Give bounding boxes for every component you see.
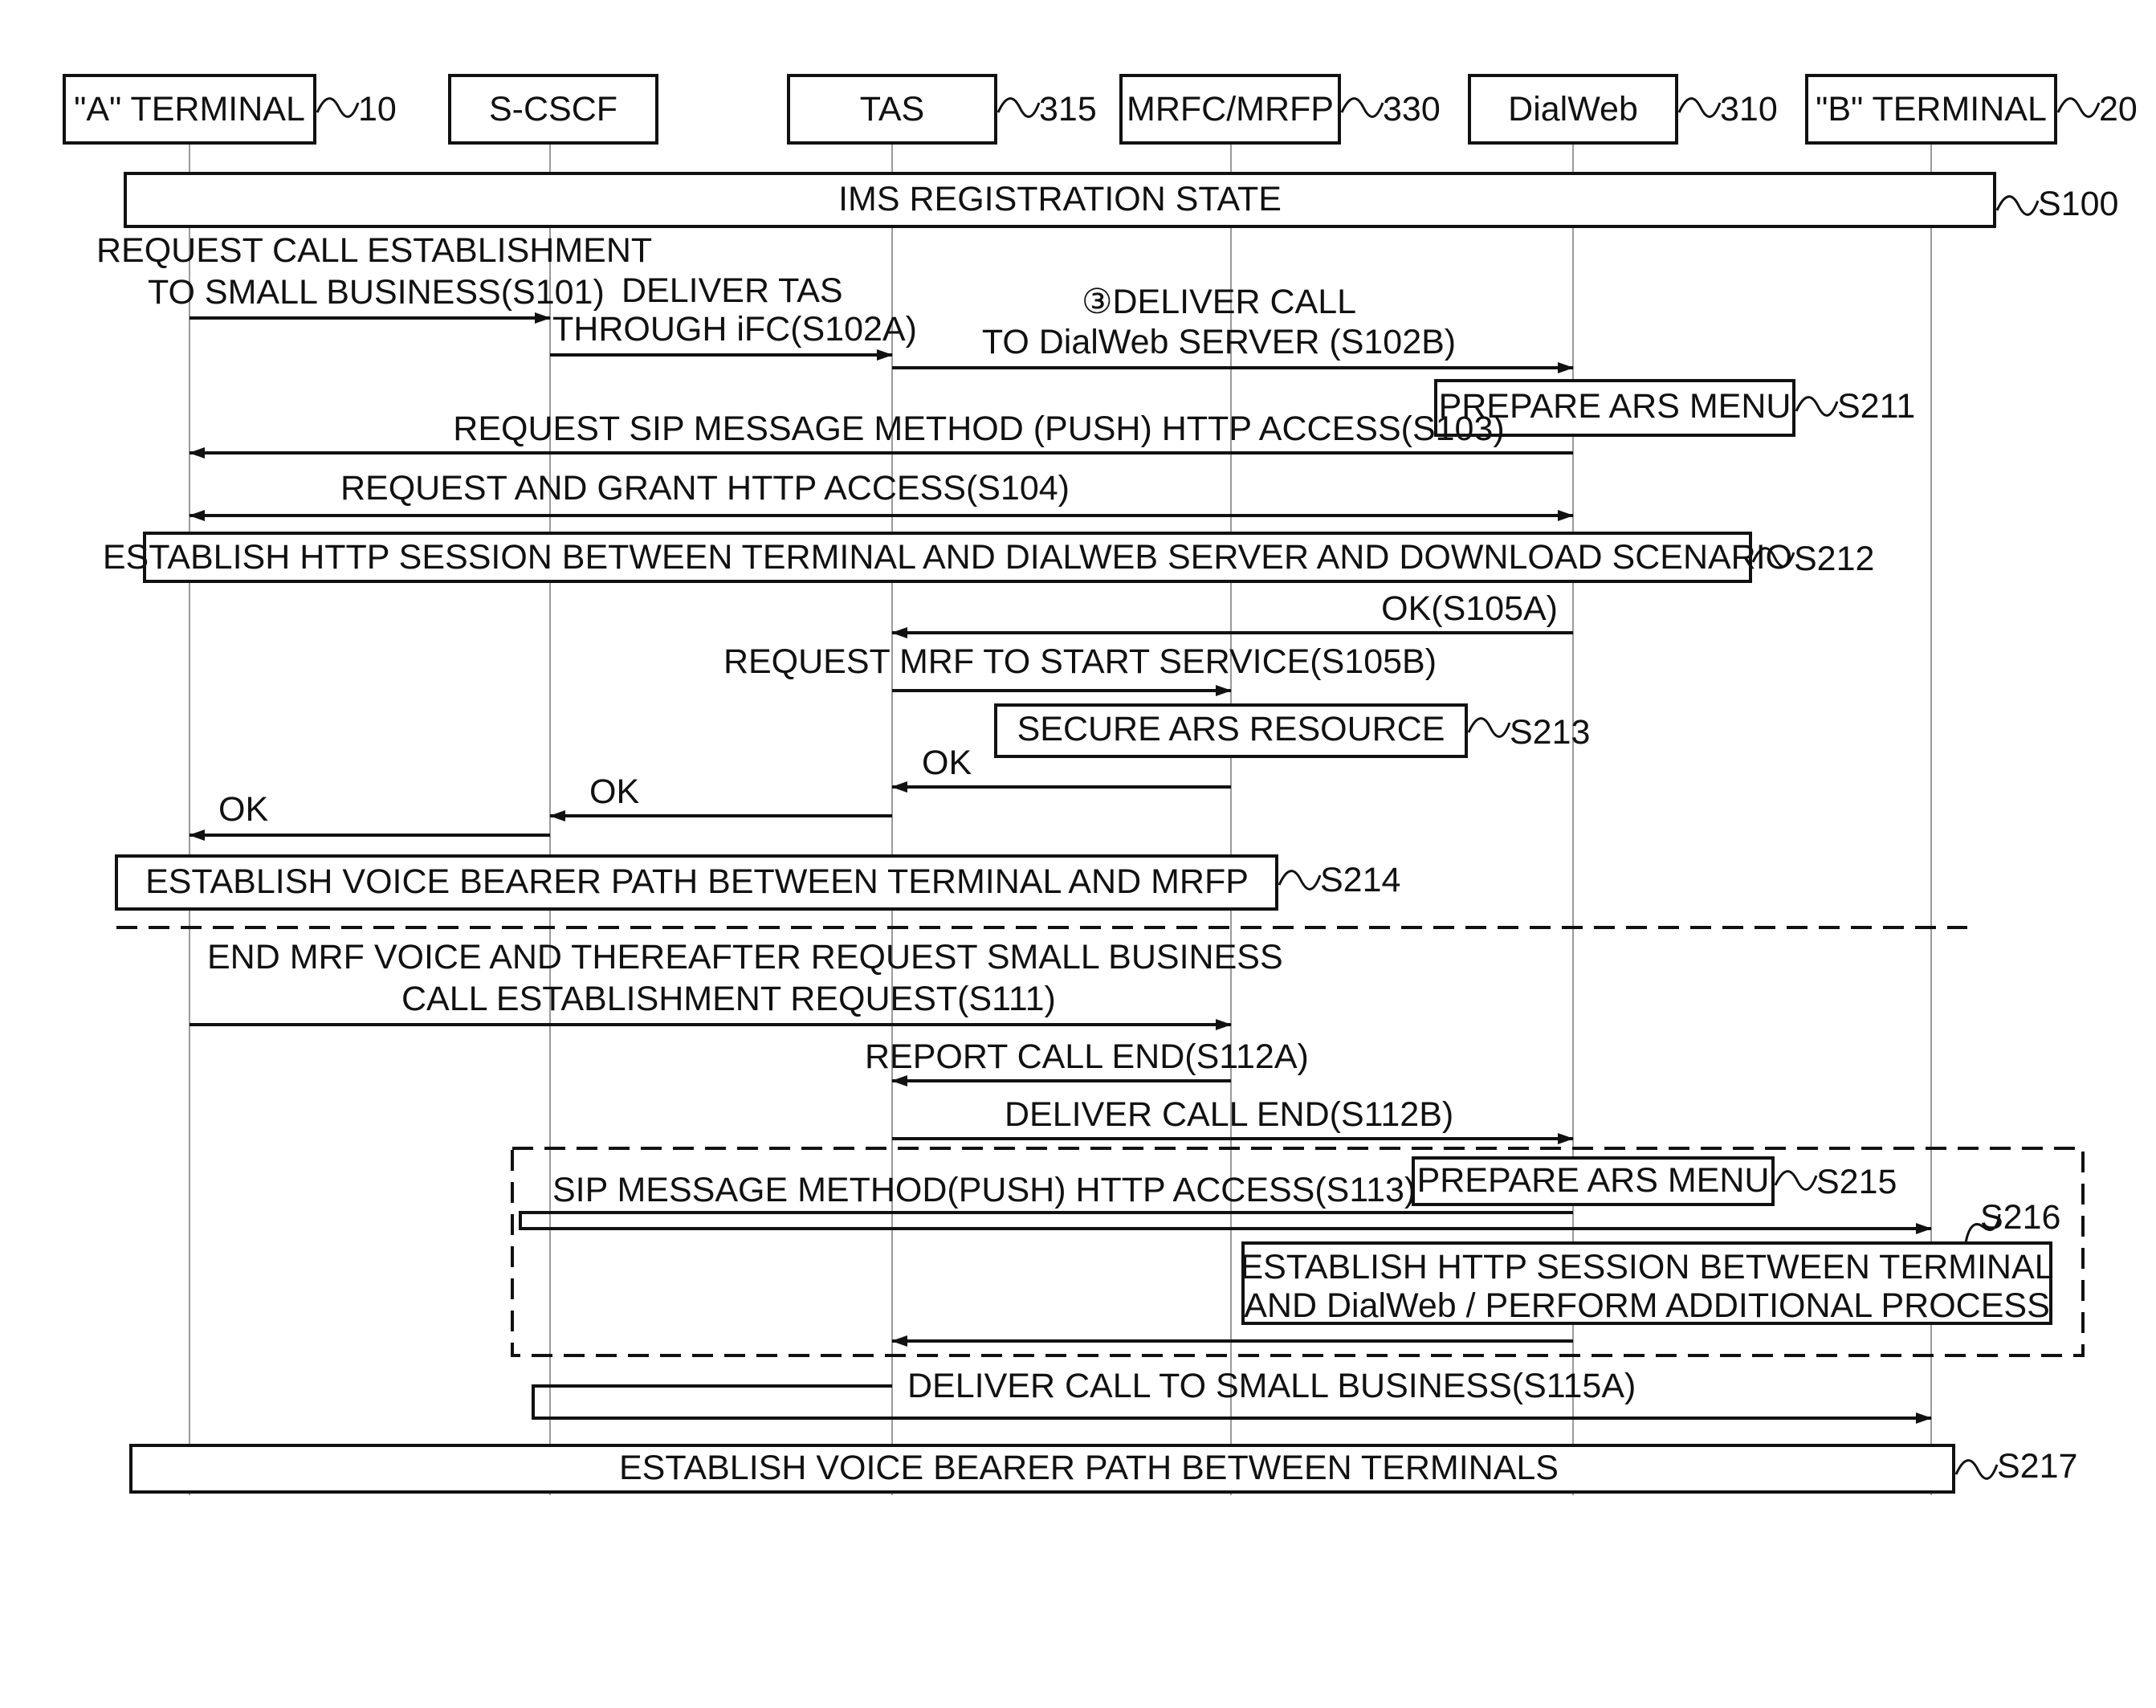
message-s102a: DELIVER TAS THROUGH iFC(S102A) [550, 271, 917, 355]
message-label: REQUEST AND GRANT HTTP ACCESS(S104) [340, 469, 1070, 508]
message-s111: END MRF VOICE AND THEREAFTER REQUEST SMA… [190, 938, 1283, 1025]
message-label-line1: ③DELIVER CALL [1082, 283, 1356, 321]
state-s217: ESTABLISH VOICE BEARER PATH BETWEEN TERM… [131, 1445, 2077, 1492]
message-s112b: DELIVER CALL END(S112B) [892, 1095, 1573, 1139]
ref-leader [1279, 871, 1320, 890]
state-s213: SECURE ARS RESOURCE S213 [996, 705, 1590, 756]
message-ok-tas-to-scscf: OK [550, 772, 892, 816]
message-label-line1: DELIVER TAS [622, 271, 843, 310]
ref-leader [1342, 99, 1383, 117]
message-ok-scscf-to-a: OK [190, 790, 550, 835]
message-label: REPORT CALL END(S112A) [865, 1037, 1309, 1076]
participant-label: "B" TERMINAL [1816, 90, 2047, 128]
ref-leader [2058, 99, 2099, 117]
participant-label: TAS [860, 90, 924, 128]
state-ref: S211 [1837, 387, 1915, 426]
state-label-line2: AND DialWeb / PERFORM ADDITIONAL PROCESS [1244, 1286, 2050, 1325]
state-s212: ESTABLISH HTTP SESSION BETWEEN TERMINAL … [103, 533, 1875, 581]
participant-ref: 315 [1039, 90, 1097, 128]
message-label: OK [589, 772, 639, 811]
message-label: DELIVER CALL TO SMALL BUSINESS(S115A) [907, 1367, 1636, 1405]
state-s214: ESTABLISH VOICE BEARER PATH BETWEEN TERM… [116, 856, 1400, 909]
state-ref: S215 [1816, 1163, 1897, 1201]
ref-leader [1679, 99, 1720, 117]
participant-ref: 310 [1720, 90, 1778, 128]
message-label: REQUEST MRF TO START SERVICE(S105B) [723, 642, 1437, 681]
participant-label: "A" TERMINAL [74, 90, 305, 128]
message-label-line2: TO DialWeb SERVER (S102B) [982, 323, 1456, 361]
message-label: SIP MESSAGE METHOD(PUSH) HTTP ACCESS(S11… [552, 1171, 1416, 1209]
ref-leader [1956, 1461, 1997, 1479]
message-label: REQUEST SIP MESSAGE METHOD (PUSH) HTTP A… [453, 410, 1504, 448]
message-s102b: ③DELIVER CALL TO DialWeb SERVER (S102B) [892, 283, 1573, 368]
ref-leader [1796, 397, 1837, 416]
participant-label: MRFC/MRFP [1127, 90, 1334, 128]
participant-scscf: S-CSCF [450, 75, 657, 143]
participant-label: S-CSCF [489, 90, 617, 128]
state-label: PREPARE ARS MENU [1417, 1161, 1770, 1200]
participant-mrfc-mrfp: MRFC/MRFP 330 [1121, 75, 1441, 143]
state-ref: S214 [1320, 861, 1400, 899]
state-s211: PREPARE ARS MENU S211 [1436, 381, 1915, 435]
participant-ref: 330 [1383, 90, 1441, 128]
state-label: ESTABLISH VOICE BEARER PATH BETWEEN TERM… [619, 1449, 1559, 1487]
message-label-line2: TO SMALL BUSINESS(S101) [148, 273, 605, 312]
message-s105a: OK(S105A) [892, 589, 1573, 633]
participant-ref: 10 [358, 90, 397, 128]
participant-label: DialWeb [1508, 90, 1638, 128]
state-ref: S213 [1510, 713, 1590, 752]
ref-leader [1469, 719, 1510, 737]
participant-a-terminal: "A" TERMINAL 10 [64, 75, 397, 143]
message-label: OK(S105A) [1381, 589, 1558, 628]
state-label-line1: ESTABLISH HTTP SESSION BETWEEN TERMINAL [1240, 1248, 2053, 1286]
state-ref: S212 [1794, 540, 1874, 578]
ref-leader [998, 99, 1039, 117]
message-label-line2: CALL ESTABLISHMENT REQUEST(S111) [401, 980, 1056, 1018]
ref-leader [317, 99, 358, 117]
message-s104: REQUEST AND GRANT HTTP ACCESS(S104) [190, 469, 1573, 516]
state-label: ESTABLISH HTTP SESSION BETWEEN TERMINAL … [103, 538, 1792, 577]
message-label-line2: THROUGH iFC(S102A) [552, 310, 917, 349]
participant-tas: TAS 315 [789, 75, 1097, 143]
state-ref: S100 [2038, 185, 2118, 223]
participant-b-terminal: "B" TERMINAL 20 [1807, 75, 2138, 143]
message-s105b: REQUEST MRF TO START SERVICE(S105B) [723, 642, 1437, 691]
message-label-line1: END MRF VOICE AND THEREAFTER REQUEST SMA… [207, 938, 1283, 976]
state-label: IMS REGISTRATION STATE [838, 180, 1282, 218]
ref-leader [1775, 1172, 1816, 1190]
participant-dialweb: DialWeb 310 [1469, 75, 1778, 143]
message-s112a: REPORT CALL END(S112A) [865, 1037, 1309, 1081]
message-label-line1: REQUEST CALL ESTABLISHMENT [96, 231, 652, 270]
state-s100: IMS REGISTRATION STATE S100 [125, 173, 2118, 226]
state-s216: S216 ESTABLISH HTTP SESSION BETWEEN TERM… [1240, 1198, 2060, 1325]
state-ref: S217 [1997, 1447, 2077, 1486]
state-label: SECURE ARS RESOURCE [1017, 710, 1445, 748]
state-label: ESTABLISH VOICE BEARER PATH BETWEEN TERM… [145, 862, 1249, 901]
ref-leader [1997, 197, 2038, 215]
message-label: OK [218, 790, 268, 829]
message-label: OK [922, 744, 972, 782]
message-s103: REQUEST SIP MESSAGE METHOD (PUSH) HTTP A… [190, 410, 1573, 453]
message-label: DELIVER CALL END(S112B) [1005, 1095, 1453, 1134]
message-s101: REQUEST CALL ESTABLISHMENT TO SMALL BUSI… [96, 231, 652, 318]
state-s215: PREPARE ARS MENU S215 [1413, 1158, 1897, 1205]
state-ref: S216 [1980, 1198, 2060, 1237]
message-s115a: DELIVER CALL TO SMALL BUSINESS(S115A) [533, 1367, 1931, 1418]
participant-ref: 20 [2099, 90, 2138, 128]
message-arrow [520, 1213, 1931, 1229]
